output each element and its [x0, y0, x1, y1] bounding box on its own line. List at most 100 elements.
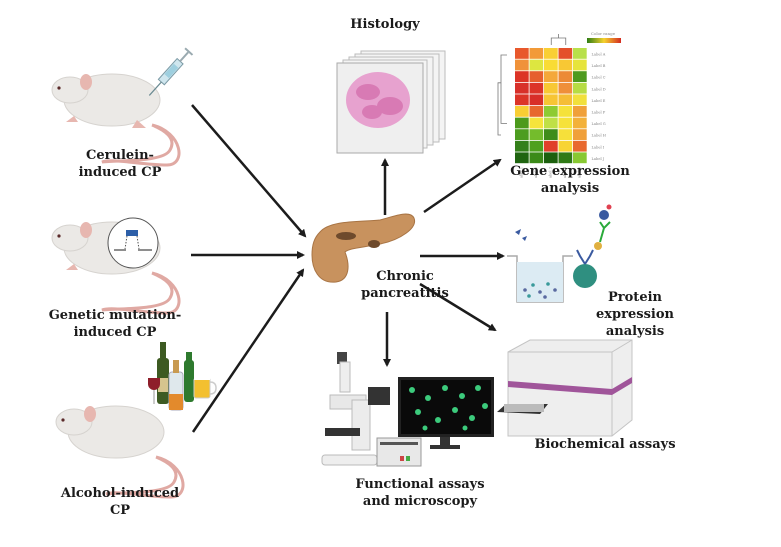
heatmap-row-label: Label H [592, 134, 606, 138]
label-histology: Histology [330, 16, 440, 33]
mouse-syringe-icon [51, 47, 194, 167]
label-line: and microscopy [362, 494, 478, 509]
heatmap-cell [515, 129, 529, 140]
heatmap-col-label: Label 3 [548, 166, 552, 178]
label-line: induced CP [78, 165, 162, 180]
heatmap-cell [515, 94, 529, 106]
label-gene-expression: Gene expression analysis [505, 163, 635, 197]
label-line: Chronic [376, 269, 434, 284]
label-protein-expression: Protein expression analysis [570, 289, 700, 340]
label-line: Alcohol-induced [60, 486, 180, 501]
heatmap-cell [558, 140, 573, 152]
heatmap-cell [558, 106, 573, 117]
arrow-center-to-biochem [419, 282, 497, 332]
heatmap-cell [515, 71, 529, 82]
label-line: Protein expression [596, 290, 674, 322]
heatmap-cell [544, 106, 558, 117]
heatmap-cell [573, 106, 587, 117]
row-dendrogram [497, 54, 507, 136]
label-line: analysis [605, 324, 665, 339]
heatmap-legend-bar [587, 38, 621, 43]
pancreas-icon [311, 213, 416, 283]
label-alcohol: Alcohol-induced CP [55, 485, 185, 519]
microscope-icon [321, 352, 494, 467]
col-dendrogram [550, 34, 567, 45]
heatmap-cell [529, 59, 544, 71]
heatmap-cell [529, 129, 544, 140]
label-cerulein: Cerulein- induced CP [60, 147, 180, 181]
heatmap-cell [515, 48, 529, 59]
heatmap-cell [515, 59, 529, 71]
heatmap-cell [573, 152, 587, 164]
label-line: Histology [350, 17, 420, 32]
heatmap-cell [573, 117, 587, 129]
label-line: Biochemical assays [534, 437, 676, 452]
label-line: analysis [540, 181, 600, 196]
heatmap-cell [544, 48, 558, 59]
heatmap-row-label: Label B [592, 64, 606, 68]
label-genetic: Genetic mutation- induced CP [40, 307, 190, 341]
heatmap-cell [573, 140, 587, 152]
heatmap-cell [515, 82, 529, 94]
heatmap-row-label: Label G [592, 122, 606, 126]
heatmap-cell [529, 82, 544, 94]
heatmap-cell [544, 94, 558, 106]
heatmap-col-label: Label 5 [577, 166, 581, 178]
heatmap-cell [573, 94, 587, 106]
heatmap-cell [573, 59, 587, 71]
heatmap-col-label: Label 1 [519, 167, 523, 178]
heatmap-row-label: Label C [592, 76, 606, 80]
heatmap-row-label: Label I [592, 145, 605, 149]
heatmap-cell [529, 117, 544, 129]
heatmap-cell [558, 48, 573, 59]
heatmap-row-label: Label F [592, 111, 606, 115]
histology-slides-icon [336, 50, 446, 154]
heatmap-cell [573, 48, 587, 59]
heatmap-cell [544, 71, 558, 82]
heatmap-cell [558, 117, 573, 129]
mouse-gene-icon [51, 217, 181, 315]
heatmap-cell [529, 140, 544, 152]
heatmap-cell [558, 59, 573, 71]
heatmap-row-label: Label J [592, 157, 605, 161]
heatmap-row-label: Label A [592, 53, 606, 57]
heatmap-legend-title: Color range [591, 31, 616, 36]
label-line: induced CP [73, 325, 157, 340]
heatmap-row-label: Label D [592, 87, 606, 91]
arrow-center-to-gene [423, 158, 502, 214]
heatmap-cell [515, 140, 529, 152]
heatmap-cell [529, 48, 544, 59]
label-biochemical: Biochemical assays [530, 436, 680, 453]
heatmap-cell [544, 152, 558, 164]
heatmap-cell [558, 129, 573, 140]
heatmap-col-label: Label 4 [563, 166, 567, 178]
label-line: CP [109, 503, 131, 518]
heatmap-cell [544, 140, 558, 152]
heatmap-cell [544, 117, 558, 129]
label-line: Cerulein- [86, 148, 154, 163]
heatmap-cell [558, 82, 573, 94]
heatmap-cell [544, 59, 558, 71]
heatmap-cell [573, 71, 587, 82]
plate-reader-icon [497, 339, 633, 437]
heatmap-cell [573, 82, 587, 94]
arrow-cerulein-to-center [191, 104, 307, 238]
heatmap-cell [558, 71, 573, 82]
mouse-alcohol-icon [55, 342, 217, 499]
label-functional: Functional assays and microscopy [350, 476, 490, 510]
heatmap-cell [529, 71, 544, 82]
label-chronic-pancreatitis: Chronic pancreatitis [350, 268, 460, 302]
heatmap-cell [573, 129, 587, 140]
label-line: Gene expression [510, 164, 630, 179]
arrow-alcohol-to-center [191, 268, 305, 433]
heatmap-cell [515, 117, 529, 129]
antibody-assay-icon [507, 204, 612, 303]
heatmap-cell [544, 129, 558, 140]
heatmap-row-label: Label E [592, 99, 606, 103]
heatmap-cell [529, 106, 544, 117]
heatmap-cell [544, 82, 558, 94]
heatmap-cell [558, 94, 573, 106]
